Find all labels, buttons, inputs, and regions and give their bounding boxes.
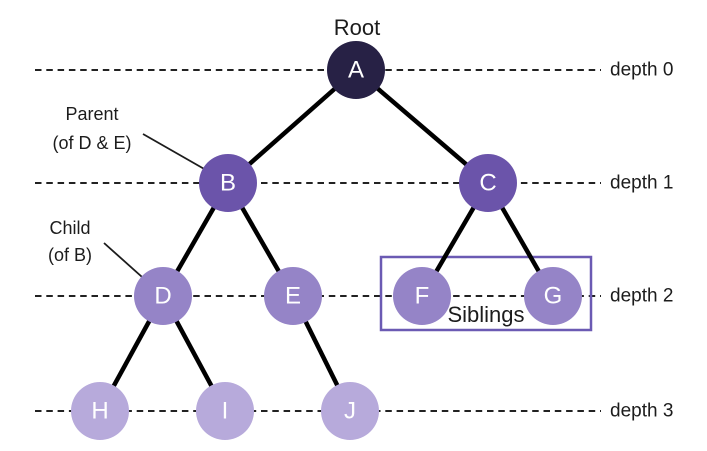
depth-label-0: depth 0	[610, 60, 673, 81]
depth-label-1: depth 1	[610, 173, 673, 194]
depth-label-2: depth 2	[610, 286, 673, 307]
tree-node-I	[196, 382, 254, 440]
siblings-box	[379, 255, 593, 332]
tree-node-F	[393, 267, 451, 325]
tree-node-D	[134, 267, 192, 325]
tree-node-J	[321, 382, 379, 440]
siblings-label: Siblings	[447, 302, 524, 327]
tree-node-label-I: I	[222, 398, 229, 425]
child-annotation-line-1: (of B)	[48, 245, 92, 265]
parent-annotation-line-0: Parent	[65, 104, 118, 124]
tree-node-label-B: B	[220, 170, 236, 197]
tree-node-label-H: H	[91, 398, 108, 425]
tree-node-label-F: F	[415, 283, 430, 310]
parent-arrow	[142, 133, 214, 175]
tree-node-A	[327, 41, 385, 99]
tree-node-label-A: A	[348, 57, 364, 84]
tree-node-E	[264, 267, 322, 325]
tree-node-label-J: J	[344, 398, 356, 425]
tree-node-label-C: C	[479, 170, 496, 197]
tree-node-label-D: D	[154, 283, 171, 310]
tree-node-B	[199, 154, 257, 212]
parent-annotation-line-1: (of D & E)	[52, 133, 131, 153]
tree-node-G	[524, 267, 582, 325]
tree-node-H	[71, 382, 129, 440]
root-annotation: Root	[334, 15, 380, 40]
tree-node-C	[459, 154, 517, 212]
tree-node-label-E: E	[285, 283, 301, 310]
depth-label-3: depth 3	[610, 401, 673, 422]
child-annotation-line-0: Child	[49, 218, 90, 238]
tree-node-label-G: G	[544, 283, 563, 310]
